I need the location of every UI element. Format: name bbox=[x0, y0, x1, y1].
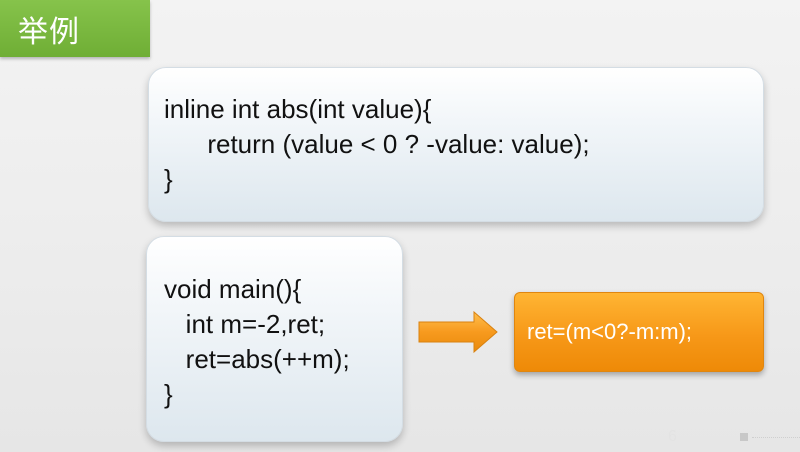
right-arrow-icon bbox=[418, 311, 498, 353]
code-line: return (value < 0 ? -value: value); bbox=[164, 129, 590, 159]
expansion-result-box: ret=(m<0?-m:m); bbox=[514, 292, 764, 372]
page-number: 6 bbox=[668, 428, 677, 445]
slide-title-tab: 举例 bbox=[0, 0, 150, 57]
code-line: inline int abs(int value){ bbox=[164, 94, 432, 124]
slide-title: 举例 bbox=[18, 14, 80, 50]
expansion-result-text: ret=(m<0?-m:m); bbox=[527, 319, 693, 344]
code-card-inline-function bbox=[148, 67, 764, 222]
code-line: } bbox=[164, 379, 173, 409]
code-line: ret=abs(++m); bbox=[164, 344, 350, 374]
code-line: void main(){ bbox=[164, 274, 302, 304]
code-line: int m=-2,ret; bbox=[164, 309, 326, 339]
code-line: } bbox=[164, 164, 173, 194]
code-block-main-function: void main(){ int m=-2,ret; ret=abs(++m);… bbox=[164, 272, 350, 412]
slide-navigation-slider[interactable] bbox=[740, 433, 800, 443]
code-card-main-function bbox=[146, 236, 403, 442]
slider-track bbox=[752, 437, 800, 438]
slider-handle[interactable] bbox=[740, 433, 748, 441]
code-block-inline-function: inline int abs(int value){ return (value… bbox=[164, 92, 590, 197]
